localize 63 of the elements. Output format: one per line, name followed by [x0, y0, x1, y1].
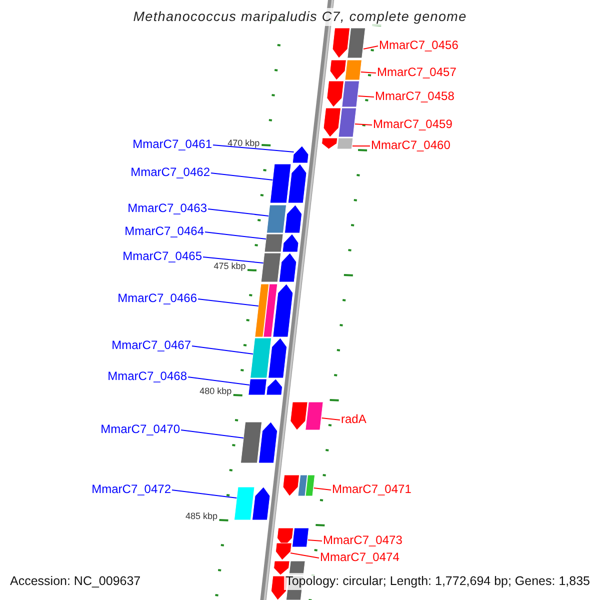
gene-label: MmarC7_0468	[108, 369, 187, 383]
leader-line	[321, 418, 340, 420]
gene-block	[240, 422, 278, 464]
gene-block	[275, 542, 292, 560]
scale-label: 470 kbp	[228, 138, 260, 148]
genome-info: Topology: circular; Length: 1,772,694 bp; Genes: 1,835	[284, 573, 592, 590]
leader-line	[308, 540, 322, 542]
leader-line	[212, 144, 294, 152]
gene-label: MmarC7_0470	[100, 422, 180, 436]
gene-block	[266, 204, 302, 234]
gene-label: radA	[341, 412, 366, 426]
gene-block	[234, 486, 270, 520]
leader-line	[204, 232, 266, 240]
leader-line	[198, 298, 259, 306]
gene-label: MmarC7_0474	[320, 550, 400, 564]
gene-block	[254, 284, 294, 338]
gene-block	[332, 28, 366, 58]
leader-line	[192, 346, 254, 354]
leader-line	[354, 124, 372, 126]
gene-block	[323, 108, 357, 138]
leader-line	[363, 46, 378, 50]
gene-label: MmarC7_0457	[377, 65, 456, 79]
accession-label: Accession: NC_009637	[8, 573, 143, 590]
leader-line	[172, 490, 238, 498]
leader-line	[313, 488, 332, 490]
gene-block	[292, 146, 309, 164]
gene-label: MmarC7_0471	[332, 482, 412, 496]
gene-block	[276, 528, 310, 548]
gene-label: MmarC7_0473	[323, 533, 402, 547]
leader-line	[358, 96, 374, 98]
gene-block	[326, 80, 360, 108]
gene-block	[274, 560, 306, 576]
leader-line	[360, 72, 376, 74]
leader-line	[290, 552, 320, 558]
scale-label: 475 kbp	[214, 261, 246, 271]
gene-label: MmarC7_0467	[112, 338, 191, 352]
gene-label: MmarC7_0464	[124, 224, 204, 238]
gene-label: MmarC7_0460	[371, 138, 450, 152]
gene-block	[250, 338, 288, 378]
gene-label: MmarC7_0462	[130, 165, 210, 179]
gene-label: MmarC7_0458	[375, 89, 454, 103]
gene-block	[282, 474, 316, 496]
gene-label: MmarC7_0461	[132, 137, 212, 151]
gene-block	[290, 402, 324, 430]
gene-label: MmarC7_0459	[373, 117, 452, 131]
leader-line	[188, 376, 250, 386]
scale-label: 485 kbp	[185, 511, 218, 521]
gene-block	[322, 138, 354, 150]
scale-label: 480 kbp	[200, 386, 232, 396]
gene-label: MmarC7_0466	[118, 291, 197, 305]
leader-line	[180, 430, 244, 438]
gene-block	[330, 60, 362, 80]
gene-block	[270, 164, 307, 204]
gene-label: MmarC7_0472	[92, 482, 171, 496]
gene-label: MmarC7_0463	[128, 201, 207, 215]
gene-block	[264, 234, 299, 252]
leader-line	[210, 172, 274, 180]
gene-label: MmarC7_0465	[122, 249, 202, 263]
gene-label: MmarC7_0456	[379, 38, 458, 52]
gene-block	[260, 252, 297, 282]
gene-block	[248, 378, 283, 396]
leader-line	[208, 208, 270, 216]
leader-line	[202, 256, 264, 264]
